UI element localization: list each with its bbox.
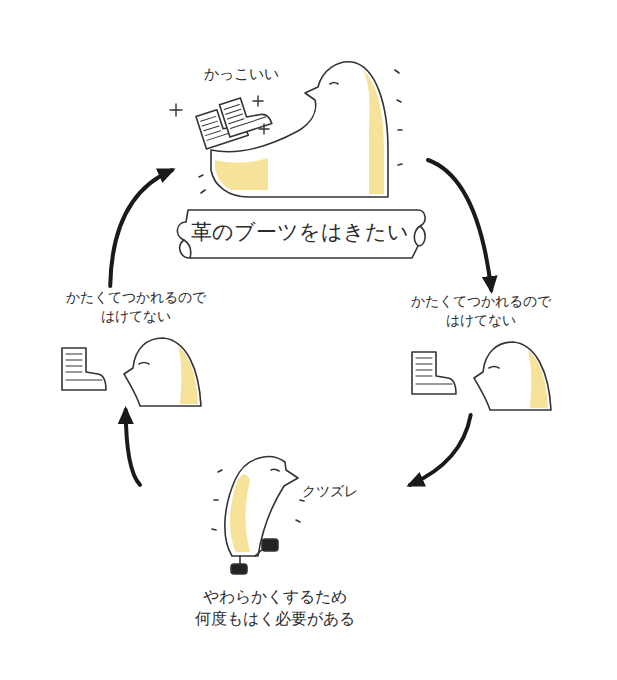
stage-text-box: クツズレ (290, 482, 370, 501)
banner-ribbon (177, 210, 425, 258)
banner-text-box: 革のブーツをはきたい (180, 218, 420, 246)
stage-text: やわらかくするため 何度もはく必要がある (193, 586, 356, 629)
right-character (412, 342, 551, 410)
stage-text: クツズレ (302, 482, 358, 501)
cycle-arrow (428, 160, 491, 290)
cycle-stage: かたくてつかれるので はけてない (395, 290, 567, 415)
bottom-character (212, 457, 304, 574)
top-character (170, 62, 402, 197)
banner-stage: 革のブーツをはきたい (172, 58, 428, 262)
cycle-arrow (110, 170, 172, 286)
stage-text: かたくてつかれるので はけてない (404, 292, 558, 330)
stage-text: かたくてつかれるので はけてない (59, 288, 213, 326)
left-character (62, 338, 201, 406)
cycle-stage: かたくてつかれるので はけてない (50, 286, 222, 410)
banner-text: 革のブーツをはきたい (191, 218, 409, 246)
stage-text-box: かたくてつかれるので はけてない (53, 288, 219, 326)
cycle-arrow (126, 410, 140, 485)
note-label: かっこいい (204, 64, 279, 84)
cycle-stage: クツズレやわらかくするため 何度もはく必要がある (140, 448, 410, 642)
note-label-box: かっこいい (196, 64, 286, 84)
stage-text-box: かたくてつかれるので はけてない (398, 292, 564, 330)
cycle-arrow (410, 415, 471, 485)
stage-text-box: やわらかくするため 何度もはく必要がある (143, 586, 407, 629)
